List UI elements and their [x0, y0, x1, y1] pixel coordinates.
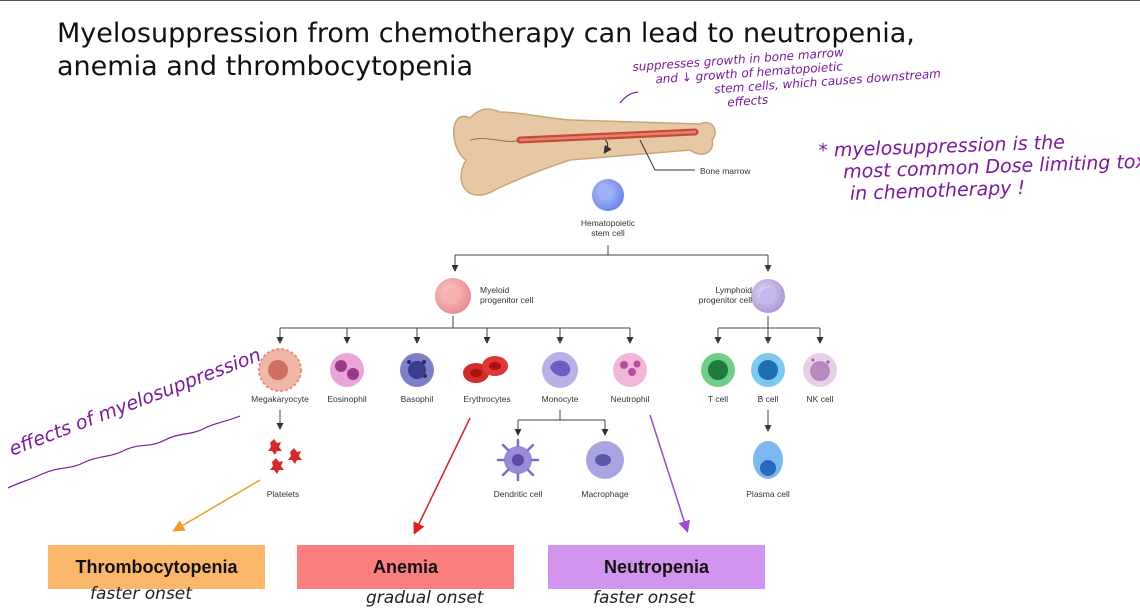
title-line-2: anemia and thrombocytopenia: [57, 51, 474, 82]
plasma-cell: [753, 441, 783, 479]
t-cell: [701, 353, 735, 387]
dendritic-cell: [496, 438, 540, 482]
bone-illustration: [453, 108, 716, 196]
thrombocytopenia-box: Thrombocytopenia: [48, 545, 265, 589]
erythrocytes-cells: [463, 356, 508, 383]
t-cell-label: T cell: [707, 394, 729, 404]
hsc-nucleus: [599, 186, 613, 200]
megakaryocyte-label: Megakaryocyte: [251, 394, 309, 404]
neutropenia-onset: faster onset: [593, 588, 695, 608]
thrombocytopenia-onset: faster onset: [90, 584, 192, 604]
platelets-label: Platelets: [266, 489, 300, 499]
anemia-arrow: [413, 417, 471, 535]
lymphoid-branches: [714, 316, 824, 344]
eosinophil-label: Eosinophil: [327, 394, 367, 404]
macrophage-label: Macrophage: [581, 489, 629, 499]
basophil-label: Basophil: [400, 394, 434, 404]
lymphoid-label-line-2: progenitor cell: [698, 295, 752, 305]
b-cell: [751, 353, 785, 387]
hsc-label-line-2: stem cell: [591, 228, 625, 238]
secondary-branches: [276, 410, 772, 436]
neutropenia-box: Neutropenia: [548, 545, 765, 589]
dose-limiting-annotation: * myelosuppression is the most common Do…: [818, 129, 1140, 206]
neutropenia-arrow: [649, 414, 690, 533]
plasma-label: Plasma cell: [746, 489, 790, 499]
monocyte-label: Monocyte: [541, 394, 579, 404]
hsc-branches: [451, 245, 772, 272]
anemia-box: Anemia: [297, 545, 514, 589]
title-line-1: Myelosuppression from chemotherapy can l…: [57, 18, 915, 49]
nk-cell-label: NK cell: [806, 394, 834, 404]
nk-cell: [803, 353, 837, 387]
bone-marrow-pointer: [639, 139, 695, 171]
top-border: [0, 0, 1140, 1]
marrow-arrow: [603, 139, 612, 154]
squiggle-underline: [7, 415, 241, 489]
myeloid-label: Myeloid progenitor cell: [480, 285, 533, 305]
thrombocytopenia-arrow: [172, 479, 261, 532]
myeloid-branches: [276, 316, 634, 344]
annotation-pointer: [619, 91, 639, 104]
dendritic-label: Dendritic cell: [493, 489, 543, 499]
macrophage-cell: [586, 441, 624, 479]
bone-marrow-label: Bone marrow: [700, 166, 751, 176]
neutrophil-cell: [613, 353, 647, 387]
lymphoid-label: Lymphoid progenitor cell: [668, 285, 752, 305]
monocyte-cell: [542, 352, 578, 388]
platelets-cells: [268, 439, 302, 474]
anemia-onset: gradual onset: [366, 588, 484, 608]
hsc-label-line-1: Hematopoietic: [580, 218, 636, 228]
lymphoid-progenitor-nucleus: [760, 288, 776, 304]
myeloid-label-line-2: progenitor cell: [480, 295, 534, 305]
myeloid-progenitor-nucleus: [445, 288, 461, 304]
erythrocytes-label: Erythrocytes: [463, 394, 511, 404]
b-cell-label: B cell: [757, 394, 779, 404]
neutrophil-label: Neutrophil: [610, 394, 650, 404]
myeloid-label-line-1: Myeloid: [480, 285, 510, 295]
eosinophil-cell: [330, 353, 364, 387]
hsc-label: Hematopoietic stem cell: [568, 218, 648, 238]
lymphoid-label-line-1: Lymphoid: [715, 285, 752, 295]
slide-title: Myelosuppression from chemotherapy can l…: [57, 17, 915, 83]
basophil-cell: [400, 353, 434, 387]
megakaryocyte-cell: [258, 348, 302, 392]
